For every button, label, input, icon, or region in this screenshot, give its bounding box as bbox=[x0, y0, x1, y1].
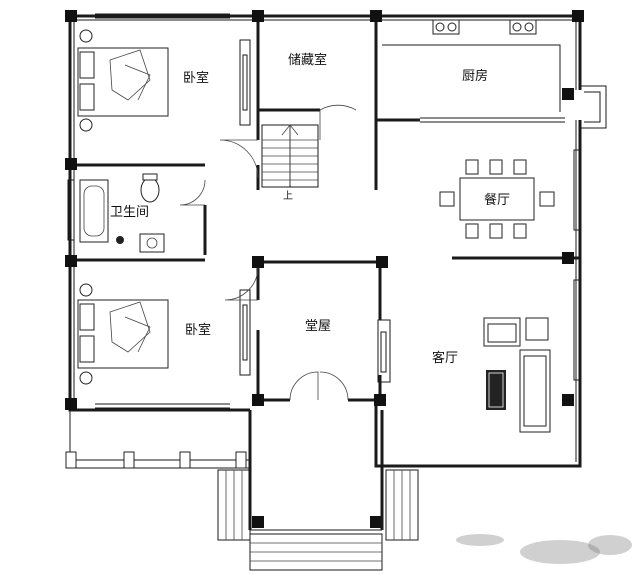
bed-bottom bbox=[77, 283, 169, 385]
stair-up-mark: 上 bbox=[283, 190, 293, 202]
watermark bbox=[456, 534, 632, 564]
room-label-main-hall: 堂屋 bbox=[305, 319, 331, 334]
bathroom-fixtures bbox=[79, 173, 165, 253]
staircase bbox=[261, 124, 319, 188]
front-porch bbox=[65, 410, 419, 571]
room-label-dining: 餐厅 bbox=[484, 192, 510, 208]
room-label-kitchen: 厨房 bbox=[462, 68, 488, 84]
kitchen-flue bbox=[580, 85, 607, 129]
bed-top bbox=[77, 29, 169, 132]
kitchen-counter bbox=[382, 19, 561, 112]
dining-table bbox=[439, 159, 555, 239]
room-label-storage: 储藏室 bbox=[288, 52, 327, 68]
room-label-bathroom: 卫生间 bbox=[110, 205, 149, 220]
doors bbox=[179, 104, 357, 401]
room-label-living: 客厅 bbox=[432, 350, 458, 366]
room-label-bedroom-top: 卧室 bbox=[183, 70, 209, 86]
living-furniture bbox=[483, 317, 551, 433]
structural-columns bbox=[65, 10, 584, 528]
room-label-bedroom-bottom: 卧室 bbox=[185, 322, 211, 338]
windows bbox=[67, 13, 581, 409]
